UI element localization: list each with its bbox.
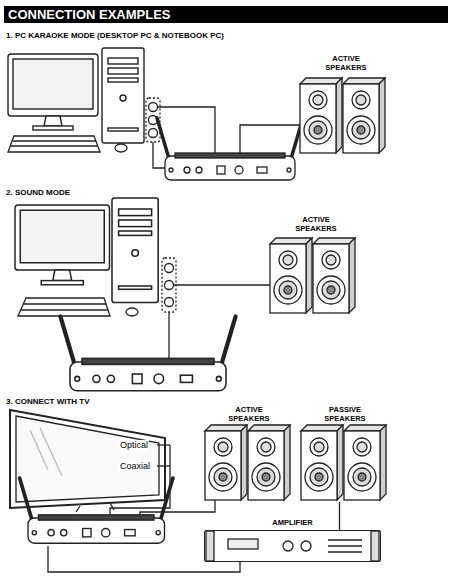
title-bar: CONNECTION EXAMPLES [4,6,448,23]
pc-karaoke-setup [343,78,385,153]
speaker-group: ACTIVE SPEAKERS [202,405,296,502]
tv-setup [110,445,170,515]
pc-karaoke-setup [149,129,158,138]
tv-setup [20,478,173,543]
pc-karaoke-setup [8,54,98,130]
section-heading: 3. CONNECT WITH TV [6,397,90,407]
tv-setup [328,545,362,546]
pc-karaoke-setup [11,145,98,146]
pc-karaoke-setup [8,48,385,180]
pc-karaoke-setup [153,142,165,168]
sound-mode-setup [174,284,270,285]
tv-setup [206,531,214,561]
tv-setup [328,551,362,552]
speaker-cable [339,502,340,530]
sound-mode-setup [18,298,110,316]
pc-karaoke-setup [102,48,144,143]
pc-karaoke-setup [240,125,300,153]
sound-mode-setup [126,308,138,316]
tv-setup [10,410,386,572]
sound-mode-setup [21,309,108,310]
sound-mode-setup [60,316,235,390]
sound-mode-setup [15,198,355,391]
pc-karaoke-setup [13,140,96,141]
node-label: ACTIVE SPEAKERS [221,405,277,423]
sound-mode-setup [165,264,174,273]
node-label: AMPLIFIER [205,518,380,527]
node-label: ACTIVE SPEAKERS [318,54,374,72]
tv-setup [30,430,48,470]
node-label: ACTIVE SPEAKERS [288,215,344,233]
sound-mode-setup [162,258,176,312]
sound-mode-setup [313,238,355,313]
tv-setup [140,500,215,515]
tv-setup [205,425,247,500]
pc-karaoke-setup [8,136,100,152]
sound-mode-setup [112,198,158,303]
sound-mode-setup [165,298,174,307]
speaker-group: PASSIVE SPEAKERS [298,405,392,502]
tv-setup [248,425,290,500]
sound-mode-setup [270,238,312,313]
tv-setup [328,539,362,540]
pc-karaoke-setup [149,103,158,112]
section-heading: 2. SOUND MODE [6,188,70,198]
section-heading: 1. PC KARAOKE MODE (DESKTOP PC & NOTEBOO… [6,31,224,41]
tv-setup [283,541,293,551]
sound-mode-setup [168,312,169,358]
speaker-group: ACTIVE SPEAKERS [266,215,366,315]
pc-karaoke-setup [115,144,127,152]
tv-setup [16,416,159,502]
speaker-group: ACTIVE SPEAKERS [296,54,396,166]
tv-setup [10,410,165,508]
port-label: Coaxial [119,461,151,472]
sound-mode-setup [15,205,109,285]
tv-setup [157,444,170,445]
tv-setup [76,506,80,512]
tv-setup [157,465,170,466]
tv-setup [301,541,311,551]
tv-setup [228,539,258,549]
port-label: Optical [119,440,149,451]
tv-setup [371,531,379,561]
sound-mode-setup [24,303,106,304]
tv-setup [301,425,343,500]
pc-karaoke-setup [157,118,303,180]
amplifier-box: AMPLIFIER [204,530,381,562]
sound-mode-setup [165,281,174,290]
tv-setup [344,425,386,500]
node-label: PASSIVE SPEAKERS [317,405,373,423]
pc-karaoke-setup [300,78,342,153]
tv-setup [40,428,62,476]
